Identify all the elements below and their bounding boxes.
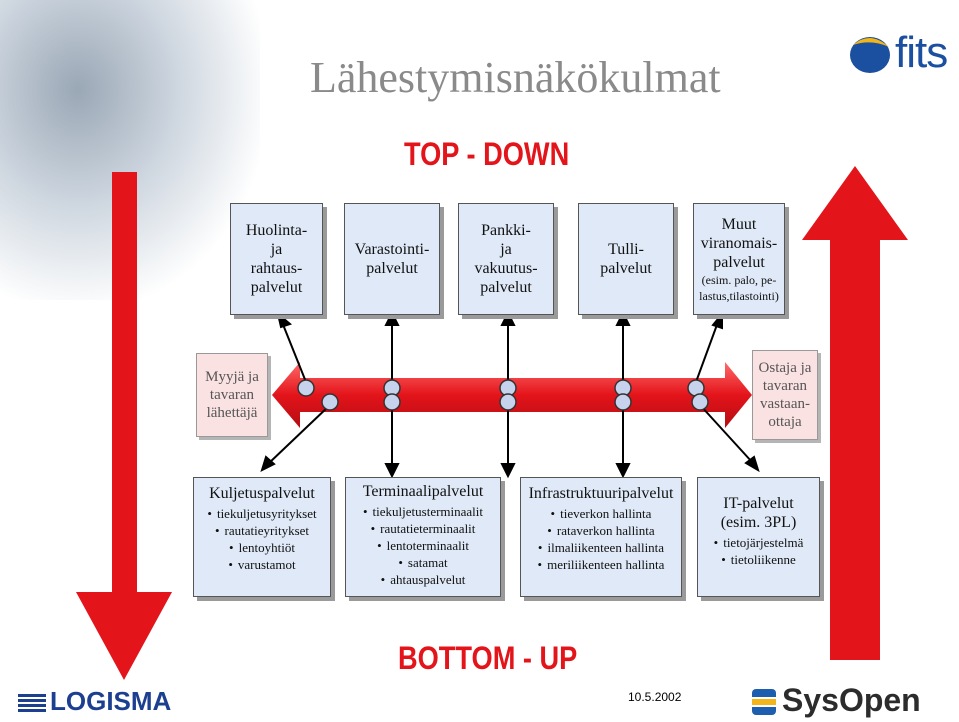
list-item: lentoyhtiöt: [194, 539, 330, 556]
sysopen-logo: SysOpen: [752, 682, 921, 719]
logisma-mark-icon: [18, 694, 46, 712]
slide-date: 10.5.2002: [628, 690, 681, 704]
list-item: varustamot: [194, 556, 330, 573]
flow-node: [384, 394, 400, 410]
list-item: rautatieyritykset: [194, 522, 330, 539]
list-item: satamat: [346, 554, 500, 571]
list-item: ilmaliikenteen hallinta: [521, 539, 681, 556]
logisma-logo: LOGISMA: [18, 686, 171, 717]
list-item: rautatieterminaalit: [346, 520, 500, 537]
list-item: tietojärjestelmä: [698, 534, 819, 551]
top-box-forwarding: Huolinta- ja rahtaus- palvelut: [230, 203, 323, 315]
page-title: Lähestymisnäkökulmat: [310, 52, 721, 103]
bottom-box-it: IT-palvelut (esim. 3PL) tietojärjestelmä…: [697, 477, 820, 597]
top-box-customs: Tulli- palvelut: [578, 203, 674, 315]
sysopen-mark-icon: [752, 689, 776, 715]
list-item: tiekuljetusterminaalit: [346, 503, 500, 520]
buyer-box: Ostaja ja tavaran vastaan- ottaja: [752, 350, 818, 440]
list-item: meriliikenteen hallinta: [521, 556, 681, 573]
list-item: lentoterminaalit: [346, 537, 500, 554]
flow-node: [692, 394, 708, 410]
seller-box: Myyjä ja tavaran lähettäjä: [196, 353, 268, 437]
flow-node: [322, 394, 338, 410]
flow-node: [298, 380, 314, 396]
flow-node: [500, 394, 516, 410]
list-item: rataverkon hallinta: [521, 522, 681, 539]
list-item: tieverkon hallinta: [521, 505, 681, 522]
bottom-box-infrastructure: Infrastruktuuripalvelut tieverkon hallin…: [520, 477, 682, 597]
top-box-banking: Pankki- ja vakuutus- palvelut: [458, 203, 554, 315]
list-item: tiekuljetusyritykset: [194, 505, 330, 522]
top-box-authorities: Muut viranomais- palvelut (esim. palo, p…: [693, 203, 785, 315]
fits-logo: fits: [895, 28, 947, 78]
list-item: tietoliikenne: [698, 551, 819, 568]
bottom-box-terminals: Terminaalipalvelut tiekuljetusterminaali…: [345, 477, 501, 597]
top-box-warehousing: Varastointi- palvelut: [344, 203, 440, 315]
bottom-box-transport: Kuljetuspalvelut tiekuljetusyritykset ra…: [193, 477, 331, 597]
flow-node: [615, 394, 631, 410]
list-item: ahtauspalvelut: [346, 571, 500, 588]
bottom-up-label: BOTTOM - UP: [398, 640, 577, 677]
top-down-label: TOP - DOWN: [404, 136, 569, 173]
top-down-arrow: [76, 172, 172, 680]
